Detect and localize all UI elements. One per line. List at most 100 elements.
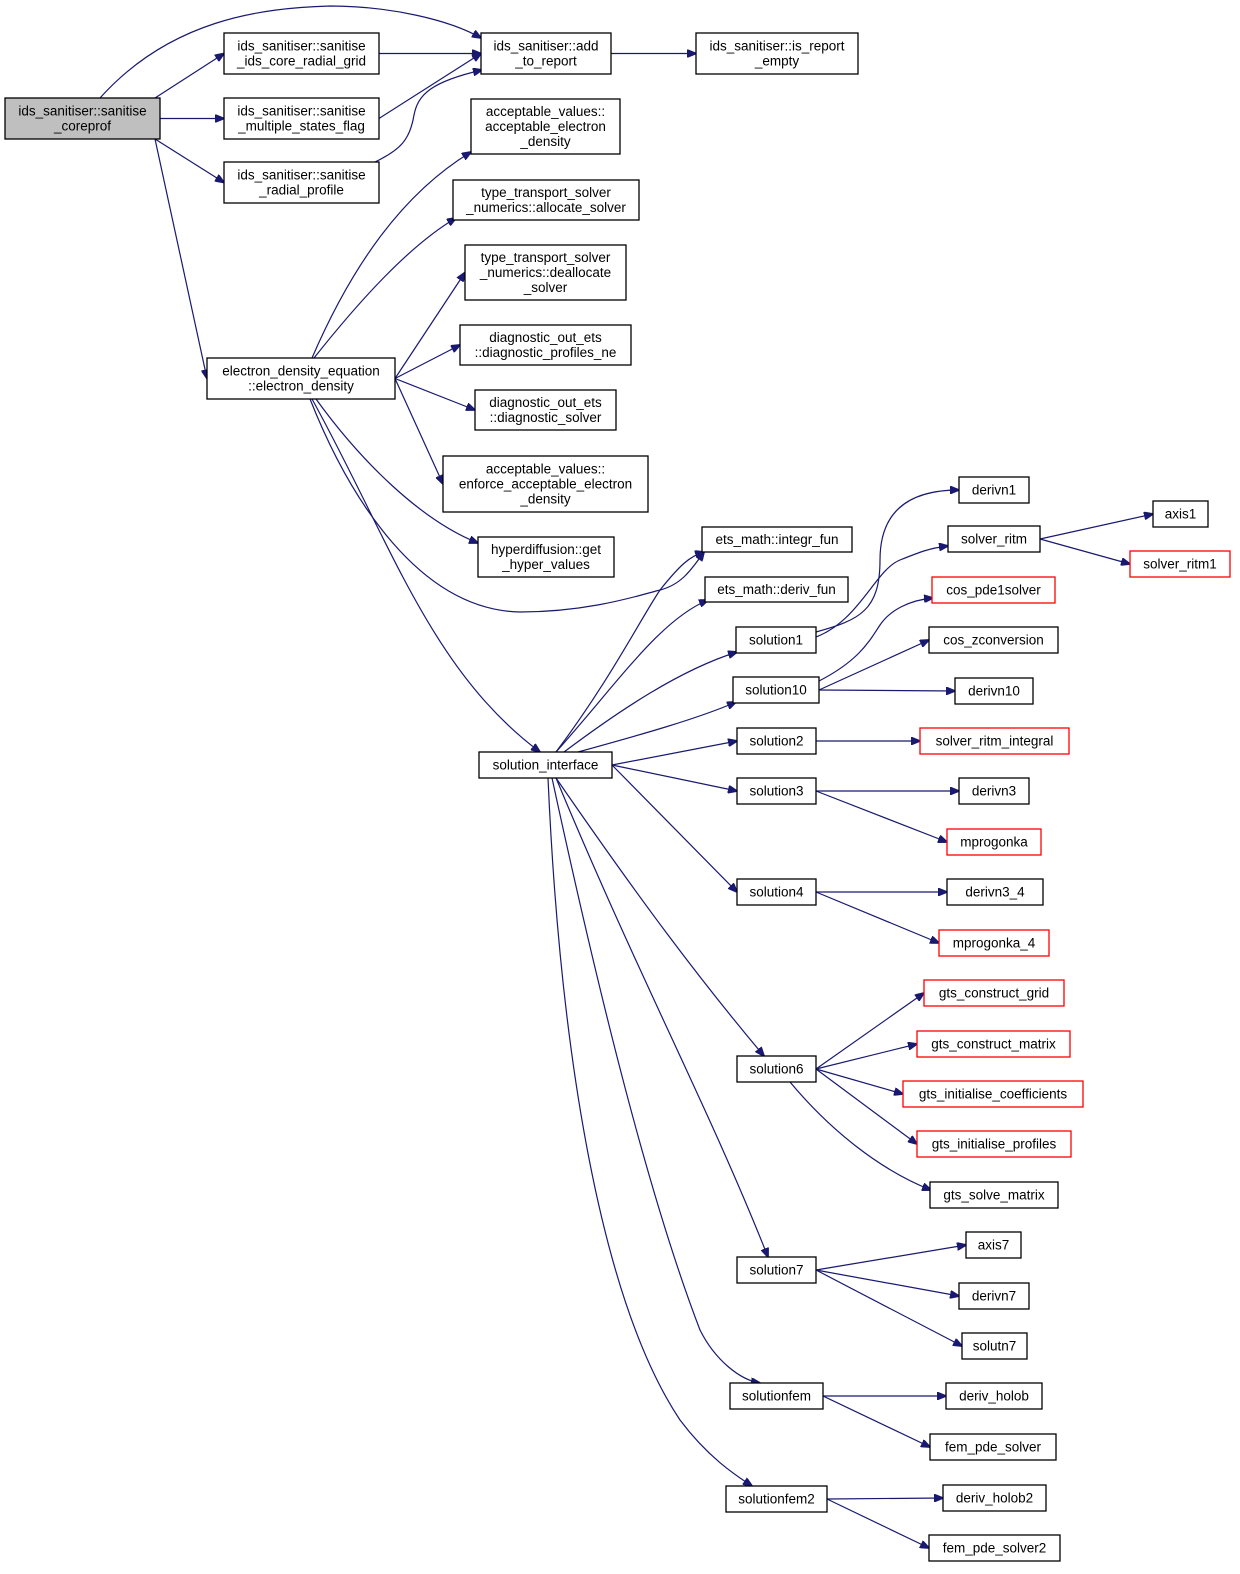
node-holob[interactable]: deriv_holob (945, 1382, 1043, 1410)
node-sol2[interactable]: solution2 (736, 727, 817, 755)
node-label-line: type_transport_solver (481, 185, 611, 200)
node-mprog4[interactable]: mprogonka_4 (938, 929, 1050, 957)
node-diagsolv[interactable]: diagnostic_out_ets::diagnostic_solver (474, 389, 617, 431)
node-sol6[interactable]: solution6 (736, 1055, 817, 1083)
node-label-line: derivn10 (968, 684, 1020, 699)
node-enforce[interactable]: acceptable_values::enforce_acceptable_el… (442, 455, 649, 513)
node-label-line: _empty (754, 54, 800, 69)
node-box (947, 525, 1041, 553)
node-root[interactable]: ids_sanitiser::sanitise_coreprof (4, 97, 161, 140)
node-gtsprof[interactable]: gts_initialise_profiles (916, 1130, 1072, 1158)
node-label-line: derivn3_4 (965, 885, 1025, 900)
node-label-line: _numerics::deallocate (479, 265, 611, 280)
node-box (478, 751, 613, 779)
node-label-line: mprogonka_4 (953, 936, 1036, 951)
node-label-line: fem_pde_solver (945, 1440, 1042, 1455)
edge-eldens-to-solint (311, 398, 540, 752)
node-label-line: enforce_acceptable_electron (459, 477, 632, 492)
node-derivn34[interactable]: derivn3_4 (946, 878, 1044, 906)
node-label-line: type_transport_solver (481, 250, 611, 265)
node-label-line: ids_sanitiser::sanitise (237, 39, 365, 54)
node-gtssolve[interactable]: gts_solve_matrix (929, 1181, 1059, 1209)
node-sol7[interactable]: solution7 (736, 1256, 817, 1284)
node-hyper[interactable]: hyperdiffusion::get_hyper_values (477, 536, 615, 578)
edge-eldens-to-alloc (313, 218, 456, 359)
node-box (902, 1080, 1084, 1108)
node-ritmint[interactable]: solver_ritm_integral (919, 727, 1070, 755)
node-axis1[interactable]: axis1 (1152, 500, 1209, 528)
node-label-line: gts_initialise_profiles (932, 1137, 1057, 1152)
node-derivn7[interactable]: derivn7 (958, 1282, 1030, 1310)
node-diagprof[interactable]: diagnostic_out_ets::diagnostic_profiles_… (459, 324, 632, 366)
node-mprog[interactable]: mprogonka (946, 828, 1042, 856)
node-box (704, 576, 849, 603)
edge-solint-to-integr (555, 552, 704, 753)
node-box (945, 1382, 1043, 1410)
node-box (442, 455, 649, 513)
node-sol10[interactable]: solution10 (732, 676, 820, 704)
node-sol3[interactable]: solution3 (736, 777, 817, 805)
node-accdens[interactable]: acceptable_values::acceptable_electron_d… (470, 98, 621, 155)
node-box (732, 676, 820, 704)
node-gtsmat[interactable]: gts_construct_matrix (916, 1030, 1071, 1058)
edge-solfem-to-fem (822, 1395, 930, 1447)
node-axis7[interactable]: axis7 (965, 1231, 1022, 1259)
node-fem2[interactable]: fem_pde_solver2 (928, 1534, 1061, 1562)
node-label-line: ids_sanitiser::sanitise (237, 104, 365, 119)
node-label-line: diagnostic_out_ets (489, 395, 602, 410)
node-alloc[interactable]: type_transport_solver_numerics::allocate… (452, 179, 640, 221)
node-label-line: ids_sanitiser::sanitise (237, 168, 365, 183)
edge-root-to-eldens (154, 138, 207, 379)
node-box (477, 536, 615, 578)
node-fem[interactable]: fem_pde_solver (929, 1433, 1057, 1461)
node-solint[interactable]: solution_interface (478, 751, 613, 779)
edge-eldens-to-enforce (394, 378, 443, 485)
node-ritm1[interactable]: solver_ritm1 (1129, 550, 1231, 578)
node-label-line: solutn7 (973, 1339, 1017, 1354)
node-box (965, 1231, 1022, 1259)
node-sol4[interactable]: solution4 (736, 878, 817, 906)
node-gtscoef[interactable]: gts_initialise_coefficients (902, 1080, 1084, 1108)
node-solfem[interactable]: solutionfem (729, 1382, 824, 1410)
edge-sol6-to-gtsgrid (815, 993, 924, 1070)
edge-sol1-to-ritm (815, 546, 948, 638)
node-solutn7[interactable]: solutn7 (961, 1332, 1028, 1360)
node-cospde[interactable]: cos_pde1solver (931, 576, 1056, 604)
node-box (916, 1130, 1072, 1158)
node-derivn3[interactable]: derivn3 (958, 777, 1030, 805)
node-gtsgrid[interactable]: gts_construct_grid (923, 979, 1065, 1007)
node-box (1129, 550, 1231, 578)
node-label-line: solution6 (749, 1062, 803, 1077)
node-solfem2[interactable]: solutionfem2 (725, 1485, 828, 1513)
node-label-line: ::diagnostic_profiles_ne (475, 345, 617, 360)
node-holob2[interactable]: deriv_holob2 (942, 1484, 1047, 1512)
node-box (923, 979, 1065, 1007)
node-add[interactable]: ids_sanitiser::add_to_report (480, 32, 612, 75)
node-derivfun[interactable]: ets_math::deriv_fun (704, 576, 849, 603)
node-box (725, 1485, 828, 1513)
node-box (223, 32, 380, 75)
node-label-line: ids_sanitiser::add (493, 39, 598, 54)
edge-root-to-radprof (154, 138, 224, 183)
node-integr[interactable]: ets_math::integr_fun (701, 526, 853, 553)
node-ritm[interactable]: solver_ritm (947, 525, 1041, 553)
node-dealloc[interactable]: type_transport_solver_numerics::dealloca… (464, 244, 627, 301)
edge-sol7-to-derivn7 (815, 1269, 959, 1296)
node-label-line: gts_construct_matrix (931, 1037, 1056, 1052)
node-multi[interactable]: ids_sanitiser::sanitise_multiple_states_… (223, 97, 380, 140)
node-derivn1[interactable]: derivn1 (958, 476, 1030, 504)
node-box (961, 1332, 1028, 1360)
node-sol1[interactable]: solution1 (735, 626, 817, 654)
node-radprof[interactable]: ids_sanitiser::sanitise_radial_profile (223, 161, 380, 204)
node-label-line: ids_sanitiser::is_report (709, 39, 844, 54)
node-derivn10[interactable]: derivn10 (954, 677, 1034, 705)
edge-ritm-to-ritm1 (1039, 538, 1130, 564)
node-label-line: electron_density_equation (222, 364, 380, 379)
node-empty[interactable]: ids_sanitiser::is_report_empty (695, 32, 859, 75)
node-box (701, 526, 853, 553)
node-label-line: ets_math::integr_fun (715, 532, 838, 547)
node-label-line: _hyper_values (501, 557, 590, 572)
node-cosz[interactable]: cos_zconversion (928, 626, 1059, 654)
node-eldens[interactable]: electron_density_equation::electron_dens… (206, 357, 396, 400)
node-grid[interactable]: ids_sanitiser::sanitise_ids_core_radial_… (223, 32, 380, 75)
